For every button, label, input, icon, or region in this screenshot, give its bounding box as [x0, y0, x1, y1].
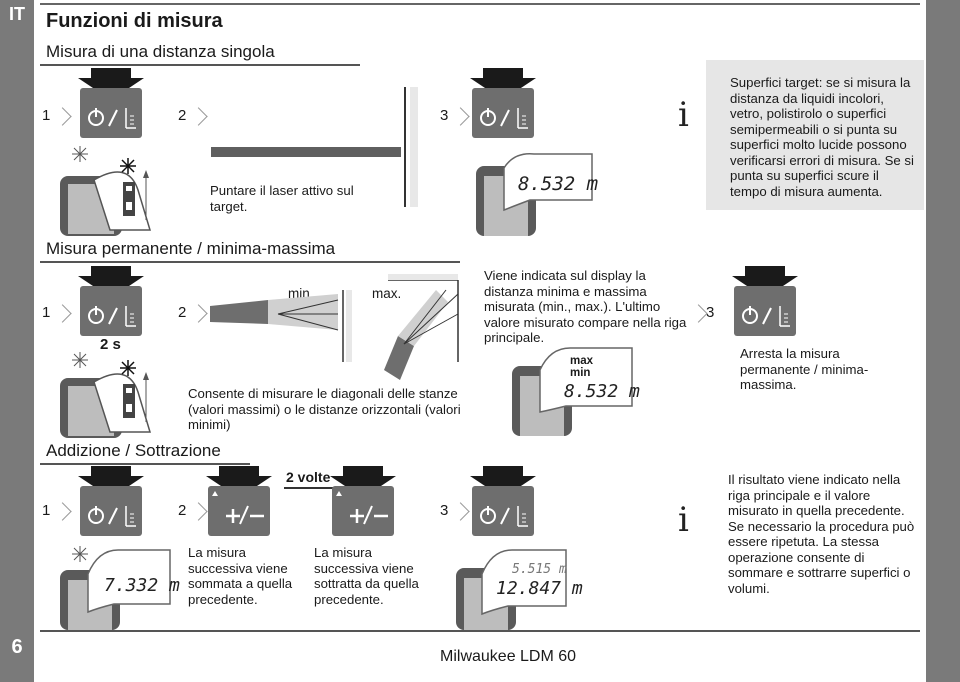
- display-description: Viene indicata sul display la distanza m…: [484, 268, 687, 345]
- device-display-illustration: [60, 546, 171, 630]
- times-label: 2 volte: [286, 469, 331, 485]
- step-number: 1: [42, 107, 51, 124]
- info-i-icon: i: [678, 95, 689, 135]
- page-title: Funzioni di misura: [46, 10, 223, 32]
- wall-shade: [410, 87, 418, 207]
- step3-text: Arresta la misura permanente / minima-ma…: [740, 346, 869, 392]
- info-i-icon: i: [678, 500, 689, 540]
- device-display-illustration: [476, 153, 593, 236]
- step-number: 3: [706, 304, 715, 321]
- display-readout: 8.532 m: [518, 173, 599, 195]
- step-number: 3: [440, 107, 449, 124]
- language-tab: IT: [9, 4, 25, 24]
- step2-text: Consente di misurare le diagonali delle …: [188, 386, 461, 432]
- subtract-text: La misura successiva viene sottratta da …: [314, 545, 419, 607]
- step-number: 1: [42, 502, 51, 519]
- laser-beam: [211, 147, 401, 157]
- chevron-right-icon: [451, 107, 470, 126]
- display-readout: 8.532 m: [564, 381, 640, 402]
- right-sidebar: [926, 0, 960, 682]
- section-rule: [40, 463, 250, 465]
- display-readout: 12.847 m: [496, 578, 583, 599]
- device-display-illustration: [456, 549, 567, 630]
- add-text: La misura successiva viene sommata a que…: [188, 545, 293, 607]
- chevron-right-icon: [53, 502, 72, 521]
- display-readout: 7.332 m: [104, 575, 180, 596]
- display-min-label: min: [570, 367, 591, 379]
- bottom-rule: [40, 630, 920, 632]
- step-number: 1: [42, 304, 51, 321]
- section-heading-single: Misura di una distanza singola: [46, 42, 275, 61]
- step-number: 2: [178, 107, 187, 124]
- display-max-label: max: [570, 355, 594, 367]
- step-number: 2: [178, 304, 187, 321]
- power-measure-key-icon: [470, 68, 536, 138]
- plus-minus-key-icon: [206, 466, 272, 536]
- info-text: Superfici target: se si misura la distan…: [730, 75, 914, 199]
- power-measure-key-icon: [78, 466, 144, 536]
- plus-minus-key-icon: [330, 466, 396, 536]
- power-measure-key-icon: [78, 266, 144, 336]
- page-number: 6: [11, 636, 23, 658]
- step-number: 2: [178, 502, 187, 519]
- times-underline: [284, 487, 346, 489]
- top-rule: [40, 3, 920, 5]
- chevron-right-icon: [189, 304, 208, 323]
- power-measure-key-icon: [78, 68, 144, 138]
- display-previous-value: 5.515 m: [512, 562, 567, 577]
- power-measure-key-icon: [732, 266, 798, 336]
- target-wall: [404, 87, 406, 207]
- chevron-right-icon: [451, 502, 470, 521]
- min-max-diagram: [210, 274, 459, 380]
- section-heading-minmax: Misura permanente / minima-massima: [46, 239, 336, 258]
- hold-duration-label: 2 s: [100, 336, 121, 353]
- max-label: max.: [372, 286, 402, 301]
- chevron-right-icon: [53, 304, 72, 323]
- info-box: [706, 60, 924, 210]
- step-number: 3: [440, 502, 449, 519]
- section-rule: [40, 64, 360, 66]
- step2-text: Puntare il laser attivo sul target.: [210, 183, 354, 214]
- footer-product: Milwaukee LDM 60: [440, 648, 577, 665]
- section-heading-addsub: Addizione / Sottrazione: [46, 441, 221, 460]
- chevron-right-icon: [53, 107, 72, 126]
- laser-device-illustration: [60, 352, 152, 438]
- chevron-right-icon: [189, 107, 208, 126]
- power-measure-key-icon: [470, 466, 536, 536]
- laser-device-illustration: [60, 146, 152, 236]
- device-display-illustration: [512, 347, 633, 436]
- info-text: Il risultato viene indicato nella riga p…: [728, 472, 915, 596]
- section-rule: [40, 261, 460, 263]
- left-sidebar: [0, 0, 34, 682]
